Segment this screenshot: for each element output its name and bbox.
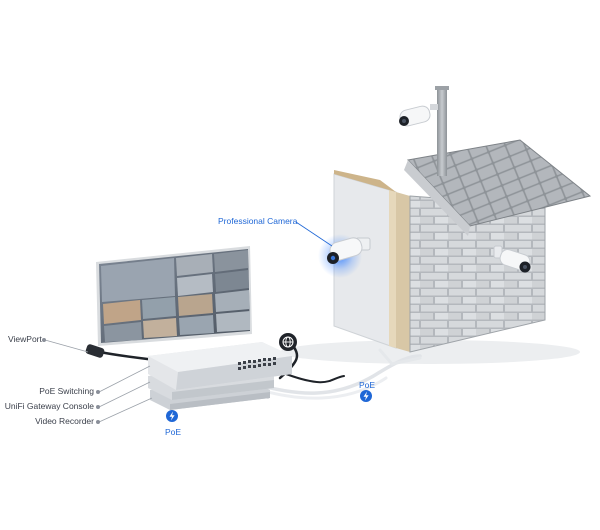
video-tile bbox=[176, 254, 213, 276]
roof bbox=[407, 139, 592, 227]
cable-viewport bbox=[98, 350, 158, 362]
viewport-device bbox=[85, 344, 105, 358]
leader-viewport bbox=[44, 339, 89, 353]
globe-icon bbox=[279, 333, 297, 351]
wall-section-wood bbox=[396, 192, 410, 352]
roof-pipe-cap bbox=[435, 86, 449, 90]
label-poe-left: PoE bbox=[165, 427, 182, 437]
wall-section-insulation bbox=[389, 190, 396, 348]
video-tile bbox=[103, 300, 141, 324]
callout-dot bbox=[96, 390, 100, 394]
video-tile bbox=[142, 297, 176, 319]
video-tile bbox=[179, 315, 214, 335]
monitor bbox=[96, 246, 252, 346]
video-tile bbox=[215, 270, 249, 292]
gateway-console-front bbox=[172, 380, 274, 400]
callout-dot bbox=[96, 405, 100, 409]
roof-fascia bbox=[404, 160, 470, 236]
label-viewport: ViewPort bbox=[8, 334, 42, 344]
roof-pipe bbox=[437, 88, 447, 176]
video-tile bbox=[216, 311, 250, 332]
poe-switch-top bbox=[148, 342, 292, 372]
video-tile bbox=[178, 294, 213, 316]
leader-poe-switching bbox=[98, 365, 151, 393]
callout-dot bbox=[42, 338, 46, 342]
wall-top-edge bbox=[334, 170, 396, 192]
callout-lines bbox=[44, 221, 333, 423]
label-poe-switching: PoE Switching bbox=[39, 386, 94, 396]
switch-ports bbox=[238, 357, 276, 370]
ground-shadow bbox=[280, 340, 580, 364]
leader-video-recorder bbox=[98, 397, 153, 423]
video-tile-large bbox=[101, 258, 175, 302]
label-poe-right: PoE bbox=[359, 380, 376, 390]
video-recorder-front bbox=[170, 392, 270, 410]
leader-gateway-console bbox=[98, 381, 151, 408]
video-tile bbox=[143, 318, 177, 338]
pipe-camera bbox=[399, 104, 438, 127]
video-tile bbox=[215, 290, 250, 312]
professional-camera bbox=[318, 234, 371, 278]
cable-to-house bbox=[234, 354, 422, 395]
video-tile bbox=[104, 322, 142, 342]
label-gateway-console: UniFi Gateway Console bbox=[4, 401, 94, 411]
label-video-recorder: Video Recorder bbox=[35, 416, 94, 426]
house bbox=[280, 86, 592, 364]
callout-dot bbox=[96, 420, 100, 424]
wall-camera bbox=[493, 245, 531, 273]
leader-professional-camera bbox=[295, 221, 333, 247]
video-tile bbox=[177, 274, 213, 296]
cable-house-entry bbox=[378, 348, 422, 366]
cable-internet-2 bbox=[285, 373, 345, 384]
lightning-bolt-icon bbox=[360, 390, 372, 402]
label-professional-camera: Professional Camera bbox=[218, 216, 298, 226]
video-tile bbox=[214, 250, 248, 272]
lightning-bolt-icon bbox=[166, 410, 178, 422]
rack-stack bbox=[148, 342, 292, 410]
